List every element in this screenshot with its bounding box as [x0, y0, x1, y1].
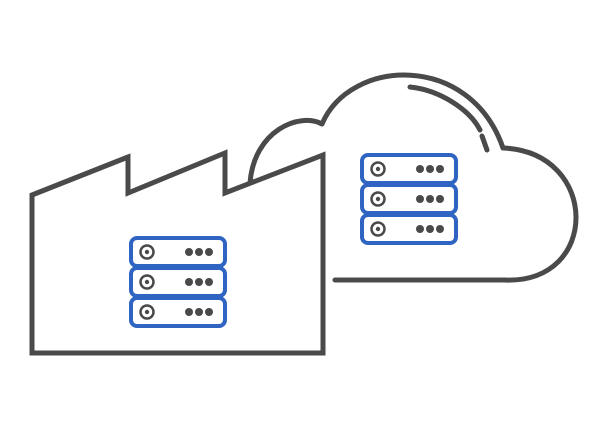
power-button-center [144, 309, 150, 315]
status-led-icon [205, 308, 213, 316]
status-led-icon [436, 225, 444, 233]
status-led-icon [436, 195, 444, 203]
power-button-center [375, 196, 381, 202]
status-led-icon [195, 308, 203, 316]
server-unit-frame [360, 213, 458, 245]
cloud-icon [247, 72, 579, 283]
power-button-center [144, 249, 150, 255]
server-unit-icon [360, 153, 458, 185]
status-led-icon [195, 248, 203, 256]
server-unit-icon [129, 266, 227, 298]
power-button-center [375, 166, 381, 172]
power-button-icon [370, 221, 386, 237]
status-led-icon [436, 165, 444, 173]
power-button-center [375, 226, 381, 232]
status-led-icon [426, 195, 434, 203]
status-led-icon [416, 225, 424, 233]
factory-server-rack-icon [129, 236, 227, 328]
status-led-icon [426, 165, 434, 173]
status-led-icon [185, 248, 193, 256]
power-button-icon [139, 304, 155, 320]
server-unit-icon [360, 183, 458, 215]
cloud-outline [247, 72, 579, 283]
power-button-icon [370, 191, 386, 207]
cloud-highlight-dash [479, 133, 490, 153]
server-unit-frame [129, 296, 227, 328]
cloud-server-rack-icon [360, 153, 458, 245]
power-button-icon [139, 274, 155, 290]
server-unit-icon [360, 213, 458, 245]
status-led-icon [205, 278, 213, 286]
status-led-icon [195, 278, 203, 286]
status-led-icon [426, 225, 434, 233]
status-led-icon [185, 308, 193, 316]
cloud-highlight-arc [407, 84, 483, 133]
status-led-icon [416, 165, 424, 173]
status-led-icon [416, 195, 424, 203]
power-button-center [144, 279, 150, 285]
power-button-icon [370, 161, 386, 177]
status-led-icon [205, 248, 213, 256]
server-unit-icon [129, 296, 227, 328]
server-unit-icon [129, 236, 227, 268]
status-led-icon [185, 278, 193, 286]
power-button-icon [139, 244, 155, 260]
